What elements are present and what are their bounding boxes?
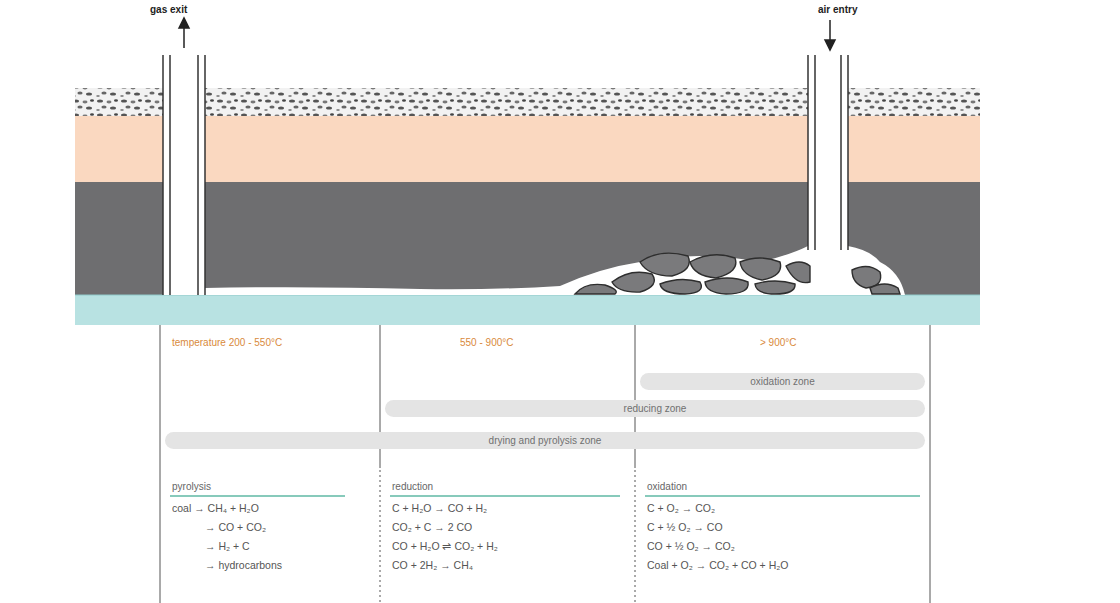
column-heading: oxidation xyxy=(647,481,687,493)
reaction-equation: CO + H₂O ⇌ CO₂ + H₂ xyxy=(392,540,498,552)
reaction-equation: CO₂ + C → 2 CO xyxy=(392,521,472,533)
reaction-equation: C + H₂O → CO + H₂ xyxy=(392,502,487,514)
zone-label: reducing zone xyxy=(624,403,687,415)
temperature-range: > 900°C xyxy=(760,337,797,349)
rubble xyxy=(575,253,900,294)
zone-label: oxidation zone xyxy=(750,376,815,388)
zone-band: reducing zone xyxy=(385,400,925,417)
reaction-equation: Coal + O₂ → CO₂ + CO + H₂O xyxy=(647,559,788,571)
zone-label: drying and pyrolysis zone xyxy=(489,435,602,447)
temperature-range: temperature 200 - 550°C xyxy=(172,337,282,349)
well-label: air entry xyxy=(818,4,857,16)
reaction-equation: C + ½ O₂ → CO xyxy=(647,521,723,533)
production-well xyxy=(163,55,205,295)
table-frame xyxy=(160,325,930,603)
column-heading: pyrolysis xyxy=(172,481,211,493)
reaction-equation: C + O₂ → CO₂ xyxy=(647,502,715,514)
gasification-cavity xyxy=(205,246,905,295)
reaction-equation: → hydrocarbons xyxy=(205,559,282,571)
zone-band: drying and pyrolysis zone xyxy=(165,432,925,449)
reaction-equation: coal → CH₄ + H₂O xyxy=(172,502,259,514)
heading-underline xyxy=(170,495,920,497)
reaction-equation: → CO + CO₂ xyxy=(205,521,266,533)
flow-arrow xyxy=(179,18,835,50)
reaction-equation: → H₂ + C xyxy=(205,540,250,552)
reaction-equation: CO + 2H₂ → CH₄ xyxy=(392,559,473,571)
injection-well xyxy=(808,55,848,255)
zone-band: oxidation zone xyxy=(640,373,925,390)
reaction-equation: CO + ½ O₂ → CO₂ xyxy=(647,540,735,552)
well-label: gas exit xyxy=(150,4,187,16)
column-heading: reduction xyxy=(392,481,433,493)
temperature-range: 550 - 900°C xyxy=(460,337,513,349)
base-layer xyxy=(75,295,980,325)
